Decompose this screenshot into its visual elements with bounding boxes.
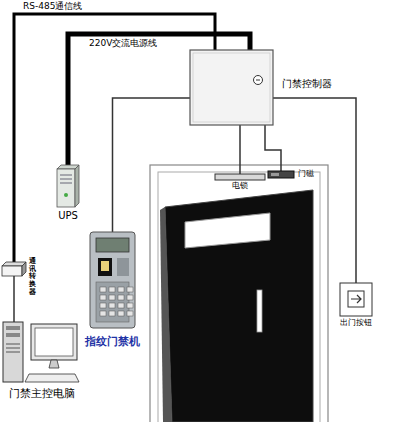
host-computer: 门禁主控电脑 — [3, 322, 81, 384]
node-label: 出门按钮 — [340, 318, 372, 327]
ups-unit-shape — [57, 165, 79, 207]
electric-lock: 电锁 — [215, 174, 265, 180]
door-sensor-shape — [268, 171, 294, 178]
comm-converter: 通讯转换器 — [2, 262, 26, 276]
node-label: 电锁 — [232, 181, 248, 190]
node-label: 指纹门禁机 — [85, 336, 140, 349]
signal-wire — [239, 125, 241, 174]
controller-box: 门禁控制器 — [190, 50, 273, 125]
door-edge — [160, 207, 172, 422]
signal-wire — [113, 98, 191, 232]
signal-wire — [265, 125, 281, 171]
node-label: 门磁 — [298, 169, 314, 178]
node-label: 门禁主控电脑 — [9, 388, 75, 401]
cable-label: 220V交流电源线 — [88, 38, 158, 48]
node-label: 门禁控制器 — [282, 78, 332, 90]
fingerprint-reader: 指纹门禁机 — [90, 232, 135, 328]
door-window — [185, 213, 270, 248]
signal-wire — [13, 276, 15, 322]
controller-box-shape — [190, 50, 273, 125]
host-computer-shape — [3, 322, 81, 384]
cable — [14, 14, 215, 262]
node-label: UPS — [58, 210, 78, 222]
ups-unit: UPS — [57, 165, 79, 207]
door-frame — [150, 165, 328, 422]
door-sensor: 门磁 — [268, 171, 294, 178]
door-handle — [257, 290, 262, 332]
door-frame-inner — [158, 172, 320, 422]
exit-button: 出门按钮 — [340, 283, 372, 316]
fingerprint-reader-shape — [90, 232, 135, 328]
door-panel — [165, 190, 313, 422]
signal-wire — [273, 98, 356, 283]
comm-converter-shape — [2, 262, 26, 276]
electric-lock-shape — [215, 174, 265, 180]
exit-button-shape — [340, 283, 372, 316]
cable-label: RS-485通信线 — [22, 1, 83, 11]
node-label: 通讯转换器 — [29, 258, 36, 296]
